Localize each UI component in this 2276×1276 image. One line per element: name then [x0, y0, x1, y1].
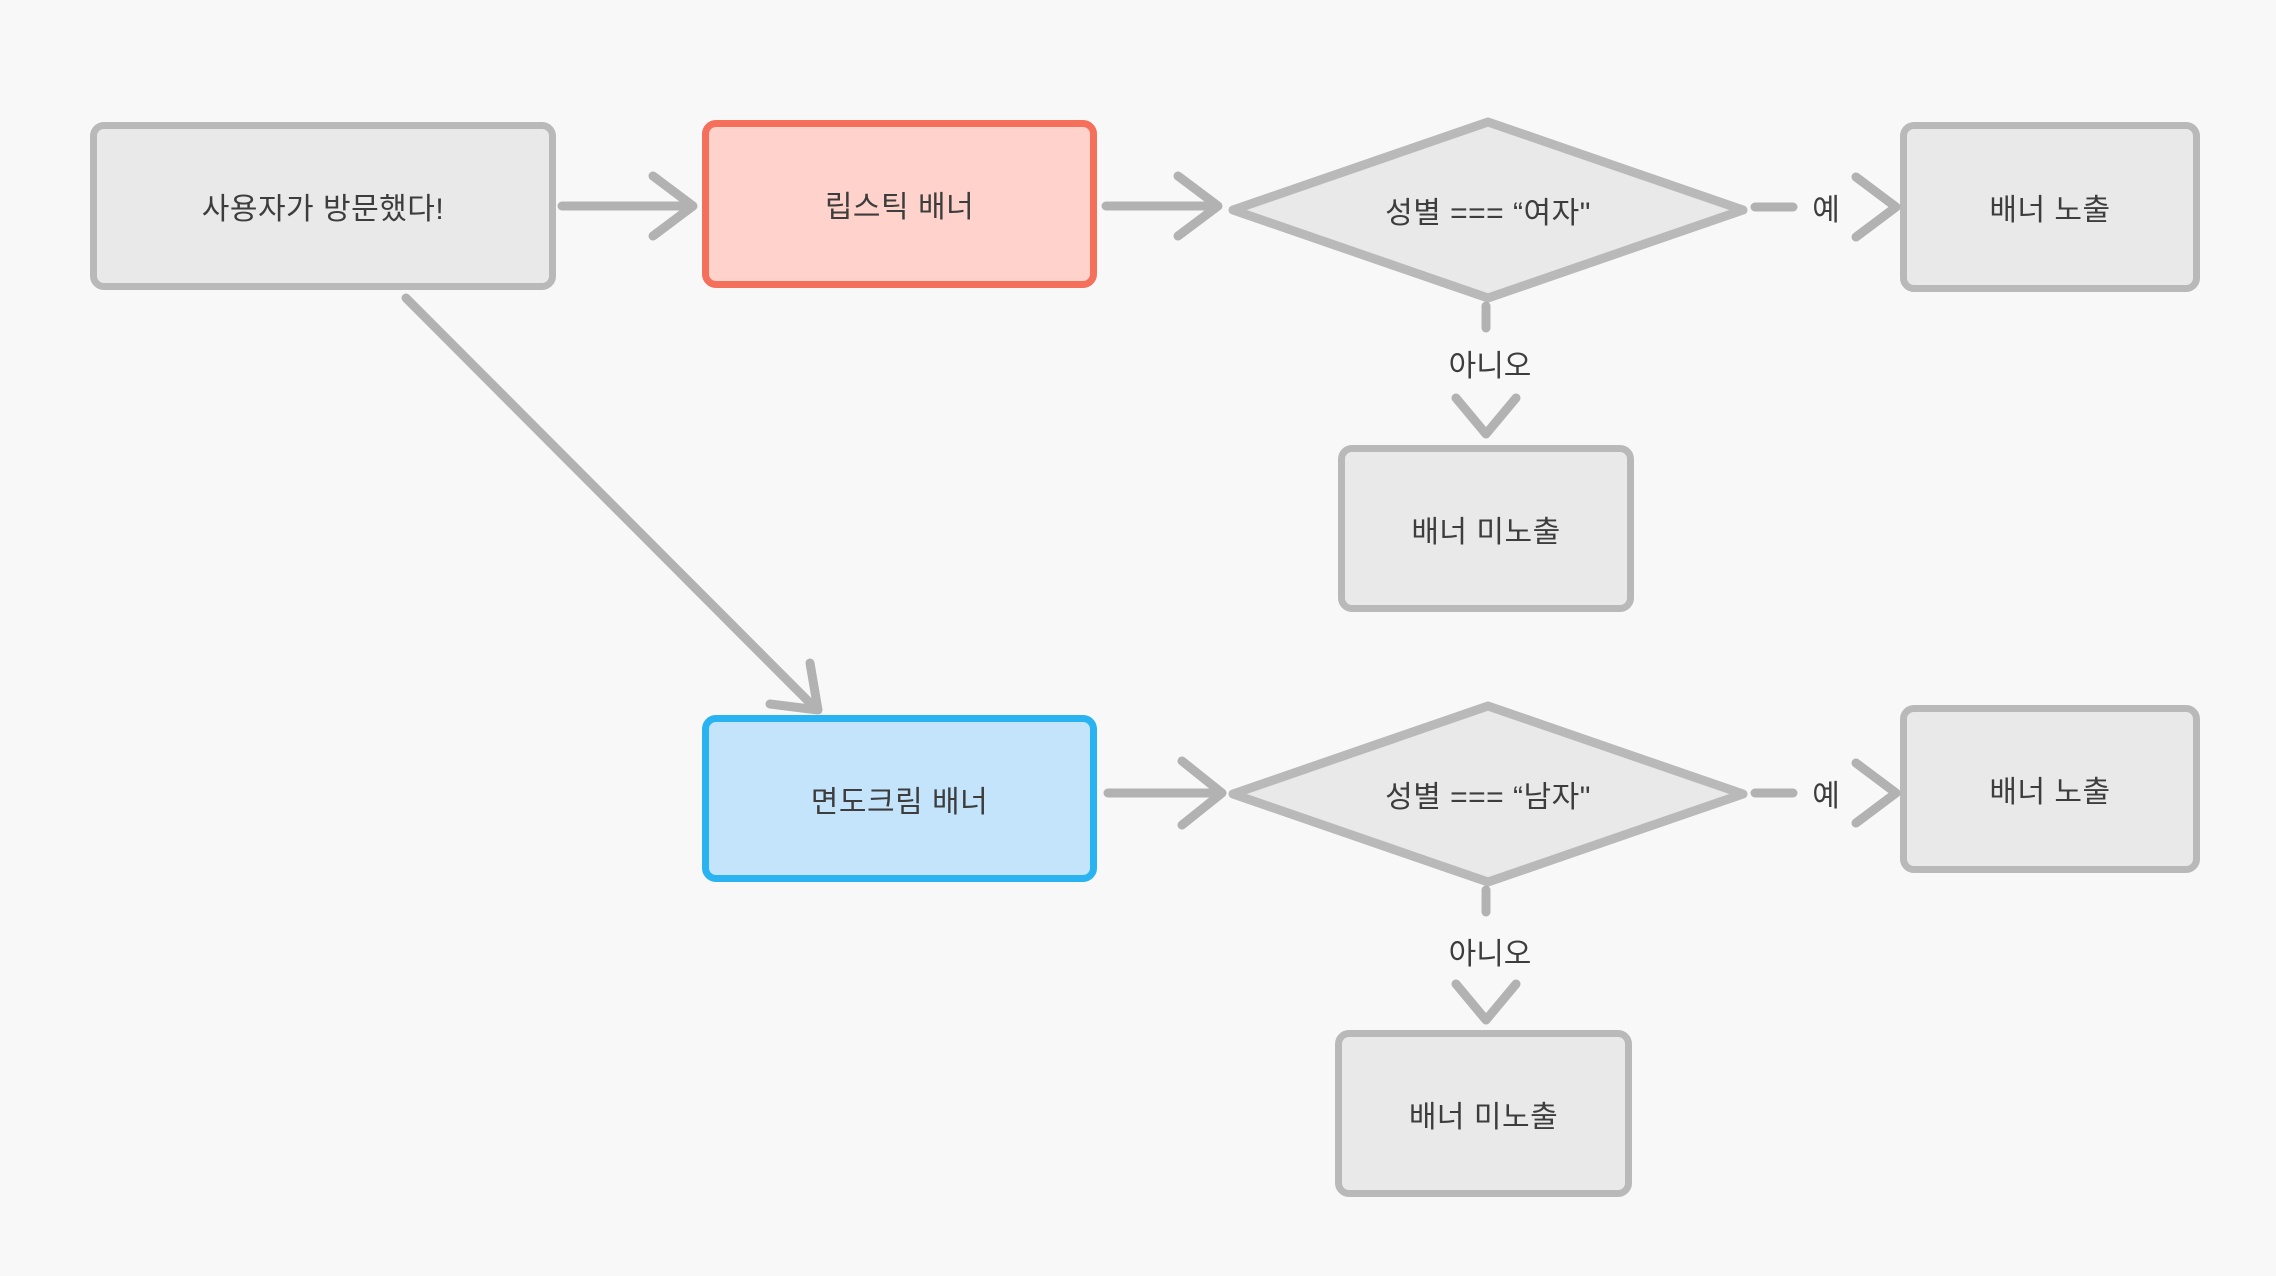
arrowhead-start-shaving	[765, 658, 823, 715]
node-banner-shown-female: 배너 노출	[1900, 122, 2200, 292]
node-lipstick-banner: 립스틱 배너	[702, 120, 1097, 288]
edges-group	[401, 171, 1901, 1025]
arrowhead-start-lipstick	[648, 171, 698, 241]
arrowhead-shaving-malecheck	[1177, 756, 1227, 830]
edge-label-yes-male: 예	[1798, 771, 1854, 815]
node-shaving-cream-banner: 면도크림 배너	[702, 715, 1097, 882]
node-banner-shown-male: 배너 노출	[1900, 705, 2200, 873]
edge-label-no-female: 아니오	[1424, 341, 1556, 385]
arrowhead-femalecheck-show	[1851, 172, 1901, 242]
arrowhead-lipstick-femalecheck	[1173, 171, 1223, 241]
node-user-visited: 사용자가 방문했다!	[90, 122, 556, 290]
female-check-diamond	[1228, 117, 1748, 303]
arrowhead-femalecheck-hide	[1451, 393, 1521, 439]
node-banner-hidden-female: 배너 미노출	[1338, 445, 1634, 612]
edge-start-shaving	[401, 293, 819, 712]
node-banner-hidden-male: 배너 미노출	[1335, 1030, 1632, 1197]
edge-label-yes-female: 예	[1798, 185, 1854, 229]
arrowhead-malecheck-hide	[1451, 979, 1521, 1025]
arrowhead-malecheck-show	[1851, 758, 1901, 828]
male-check-diamond	[1228, 701, 1748, 887]
edge-label-no-male: 아니오	[1424, 929, 1556, 973]
